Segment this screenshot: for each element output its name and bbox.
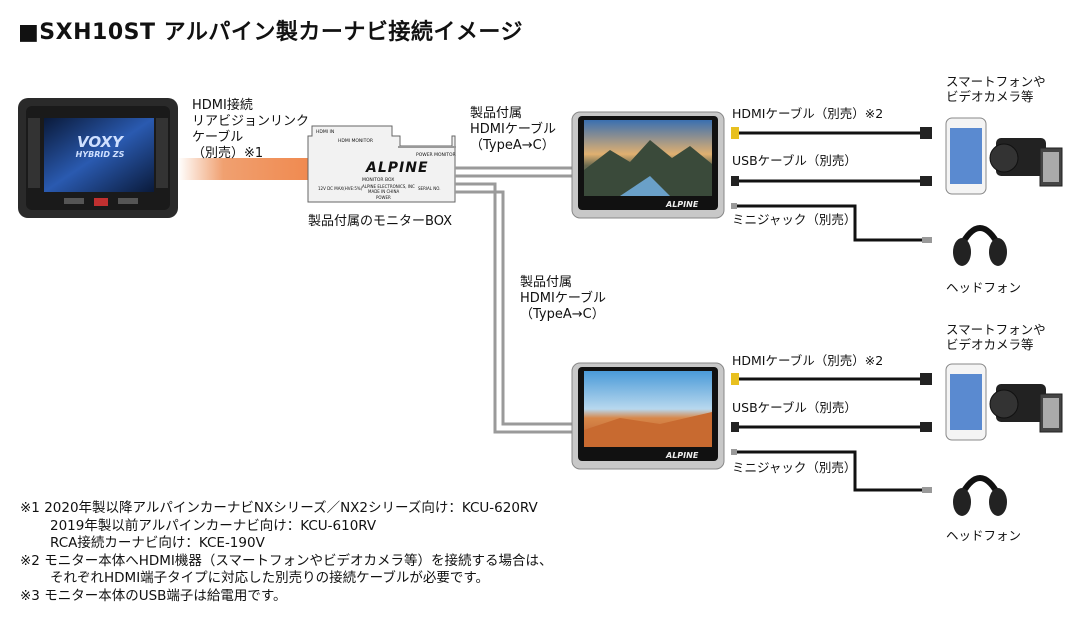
nav-cable-label-line: リアビジョンリンク xyxy=(192,114,310,129)
box-to-monitor-cables xyxy=(455,166,575,434)
box-brand-logo: ALPINE xyxy=(366,160,429,176)
monitor2-usb-cable-label: USBケーブル（別売） xyxy=(732,400,857,415)
monitor1-hdmi-cable-label: HDMIケーブル（別売）※2 xyxy=(732,106,884,121)
monitor-box-label: 製品付属のモニターBOX xyxy=(308,214,452,229)
footnote-line: それぞれHDMI端子タイプに対応した別売りの接続ケーブルが必要です。 xyxy=(50,570,490,586)
cable1-label-line: （TypeA→C） xyxy=(470,138,555,153)
nav-screen-line2: HYBRID ZS xyxy=(75,150,125,159)
cable1-label-line: HDMIケーブル xyxy=(470,122,557,137)
smartphone-icon-1 xyxy=(945,117,987,195)
cable2-label-line: HDMIケーブル xyxy=(520,291,607,306)
cable2-label-line: （TypeA→C） xyxy=(520,307,605,322)
nav-screen-line1: VOXY xyxy=(77,133,123,151)
box-spec-right: SERIAL NO. xyxy=(418,186,441,191)
box-name: MONITOR BOX xyxy=(362,178,395,183)
rear-monitor-2 xyxy=(571,362,725,470)
box-spec-left: 12V DC MAX(HVE:5%) xyxy=(318,186,363,191)
video-camera-icon-2 xyxy=(989,384,1063,433)
footnote-line: RCA接続カーナビ向け：KCE-190V xyxy=(50,535,265,551)
car-navigation-unit xyxy=(18,98,178,218)
footnote-line: ※1 2020年製以降アルパインカーナビNXシリーズ／NX2シリーズ向け：KCU… xyxy=(20,500,538,516)
monitor1-headphone-label: ヘッドフォン xyxy=(946,280,1022,295)
cable2-label: 製品付属 HDMIケーブル （TypeA→C） xyxy=(520,275,606,323)
video-camera-icon-1 xyxy=(989,138,1063,187)
box-port-power: POWER xyxy=(376,195,391,200)
nav-cable-label-line: HDMI接続 xyxy=(192,98,253,113)
monitor1-mini-jack-label: ミニジャック（別売） xyxy=(732,212,857,227)
nav-cable-label: HDMI接続 リアビジョンリンク ケーブル （別売）※1 xyxy=(192,98,309,162)
box-port-power-monitor: POWER MONITOR xyxy=(416,153,456,158)
box-spec-mid2: MADE IN CHINA xyxy=(368,189,400,194)
hdmi-link-cable xyxy=(178,158,308,180)
device-label-line: ビデオカメラ等 xyxy=(946,89,1034,104)
monitor1-brand-logo: ALPINE xyxy=(666,200,699,209)
footnote-line: 2019年製以前アルパインカーナビ向け：KCU-610RV xyxy=(50,517,377,534)
footnote-line: ※2 モニター本体へHDMI機器（スマートフォンやビデオカメラ等）を接続する場合… xyxy=(20,552,553,569)
cable1-label-line: 製品付属 xyxy=(470,106,523,121)
monitor2-hdmi-cable-label: HDMIケーブル（別売）※2 xyxy=(732,353,884,368)
page-title: ■SXH10ST アルパイン製カーナビ接続イメージ xyxy=(18,20,523,45)
rear-monitor-1 xyxy=(571,111,725,219)
monitor1-device-label: スマートフォンや ビデオカメラ等 xyxy=(946,74,1046,104)
monitor2-brand-logo: ALPINE xyxy=(666,451,699,460)
nav-screen-text: VOXY HYBRID ZS xyxy=(60,134,140,160)
device-label-line: スマートフォンや xyxy=(946,74,1046,89)
headphone-icon-1 xyxy=(953,225,1007,266)
device-label-line: スマートフォンや xyxy=(946,322,1046,337)
headphone-icon-2 xyxy=(953,475,1007,516)
box-port-hdmi-in: HDMI IN xyxy=(316,130,335,135)
footnotes: ※1 2020年製以降アルパインカーナビNXシリーズ／NX2シリーズ向け：KCU… xyxy=(20,500,552,605)
smartphone-icon-2 xyxy=(945,363,987,441)
monitor2-right-cables xyxy=(731,373,932,493)
device-label-line: ビデオカメラ等 xyxy=(946,337,1034,352)
box-spec-mid1: ALPINE ELECTRONICS, INC xyxy=(362,184,415,189)
monitor2-headphone-label: ヘッドフォン xyxy=(946,528,1022,543)
monitor1-right-cables xyxy=(731,127,932,243)
monitor-box xyxy=(307,125,456,203)
monitor2-mini-jack-label: ミニジャック（別売） xyxy=(732,460,857,475)
nav-cable-label-line: ケーブル xyxy=(192,130,244,145)
monitor1-usb-cable-label: USBケーブル（別売） xyxy=(732,153,857,168)
cable2-label-line: 製品付属 xyxy=(520,275,573,290)
monitor2-device-label: スマートフォンや ビデオカメラ等 xyxy=(946,322,1046,352)
cable1-label: 製品付属 HDMIケーブル （TypeA→C） xyxy=(470,106,556,154)
box-port-hdmi-monitor: HDMI MONITOR xyxy=(338,139,374,144)
nav-cable-label-line: （別売）※1 xyxy=(192,146,264,161)
footnote-line: ※3 モニター本体のUSB端子は給電用です。 xyxy=(20,587,287,604)
